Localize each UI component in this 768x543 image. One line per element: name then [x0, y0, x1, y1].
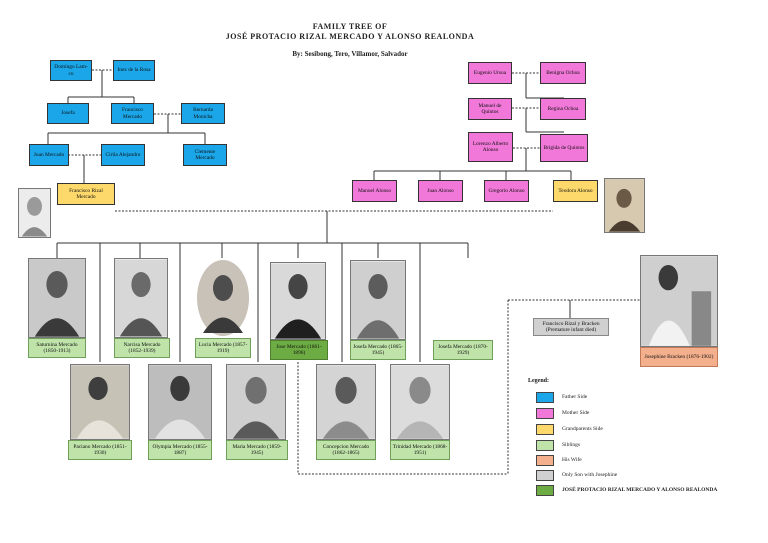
- node-francisco-mercado: Francisco Mercado: [111, 103, 154, 124]
- jose-photo: [270, 262, 326, 340]
- node-wife: Josephine Bracken (1876-1902): [640, 347, 718, 367]
- maria-photo: [226, 364, 286, 440]
- node-saturnina: Saturnina Mercado (1850-1913): [28, 338, 86, 358]
- olympia-photo: [148, 364, 212, 440]
- node-josefa-mercado-2: Josefa Mercado (1870-1929): [433, 340, 493, 360]
- legend-label-wife: His Wife: [562, 457, 582, 463]
- authors-line: By: Sesibong, Tero, Villamor, Salvador: [292, 50, 408, 58]
- node-josefa-mercado: Josefa Mercado (1865-1945): [350, 340, 406, 360]
- legend-swatch-son: [536, 470, 554, 481]
- node-jose: Jose Mercado (1861-1896): [270, 340, 328, 360]
- node-trinidad: Trinidad Mercado (1868-1951): [390, 440, 450, 460]
- page-title-line2: JOSÉ PROTACIO RIZAL MERCADO Y ALONSO REA…: [225, 32, 475, 41]
- node-father: Francisco Rizal Mercado: [57, 183, 115, 205]
- legend-label-son: Only Son with Josephine: [562, 472, 618, 478]
- legend-label-mother: Mother Side: [562, 410, 590, 416]
- josefa-photo: [350, 260, 406, 340]
- legend-swatch-wife: [536, 455, 554, 466]
- node-ines: Inez de la Rosa: [113, 60, 155, 81]
- node-bernarda: Bernarda Monicha: [181, 103, 225, 124]
- legend-label-siblings: Siblings: [562, 442, 581, 448]
- node-lucia: Lucia Mercado (1857-1919): [195, 338, 251, 358]
- father-photo: [18, 188, 51, 238]
- node-manuel-alonso: Manuel Alonso: [352, 180, 397, 202]
- legend-swatch-jose: [536, 485, 554, 496]
- node-lorenzo: Lorenzo Alberto Alonso: [468, 132, 513, 162]
- paciano-photo: [70, 364, 130, 440]
- legend-label-father: Father Side: [562, 394, 588, 400]
- node-benigna: Benigna Ochoa: [540, 62, 586, 84]
- node-paciano: Paciano Mercado (1851-1930): [68, 440, 132, 460]
- node-domingo: Domingo Lam-co: [50, 60, 92, 81]
- node-olympia: Olympia Mercado (1855-1887): [148, 440, 212, 460]
- narcisa-photo: [114, 258, 168, 338]
- node-josefa: Josefa: [47, 103, 89, 124]
- trinidad-photo: [390, 364, 450, 440]
- legend-label-grandparents: Grandparents Side: [562, 426, 603, 432]
- node-gregorio: Gregorio Alonso: [484, 180, 529, 202]
- josephine-photo: [640, 255, 718, 347]
- legend-swatch-mother: [536, 408, 554, 419]
- legend-label-jose: JOSÉ PROTACIO RIZAL MERCADO Y ALONSO REA…: [562, 487, 718, 493]
- concepcion-photo: [316, 364, 376, 440]
- saturnina-photo: [28, 258, 86, 338]
- page-title-line1: FAMILY TREE OF: [312, 22, 388, 31]
- node-concepcion: Concepcion Mercado (1862-1865): [316, 440, 376, 460]
- node-brigida: Brigida de Quintos: [540, 134, 588, 162]
- legend-title: Legend:: [528, 378, 549, 384]
- mother-photo: [604, 178, 645, 233]
- legend-swatch-father: [536, 392, 554, 403]
- node-manuel-quintos: Manuel de Quintos: [468, 98, 512, 120]
- node-narcisa: Narcisa Mercado (1852-1939): [114, 338, 170, 358]
- node-regina: Regina Ochoa: [540, 98, 586, 120]
- node-juan-alonso: Juan Alonso: [418, 180, 463, 202]
- node-mother: Teodora Alonso: [553, 180, 598, 202]
- lucia-photo: [195, 258, 251, 338]
- node-cirila: Cirila Alejandro: [101, 144, 145, 166]
- legend-swatch-siblings: [536, 440, 554, 451]
- node-juan-mercado: Juan Mercado: [29, 144, 69, 166]
- legend-swatch-grandparents: [536, 424, 554, 435]
- node-son: Francisco Rizal y Bracken (Premature inf…: [533, 318, 609, 336]
- node-clemente: Clemente Mercado: [183, 144, 227, 166]
- node-eugenio: Eugenio Ursua: [468, 62, 512, 84]
- node-maria: Maria Mercado (1859-1945): [226, 440, 288, 460]
